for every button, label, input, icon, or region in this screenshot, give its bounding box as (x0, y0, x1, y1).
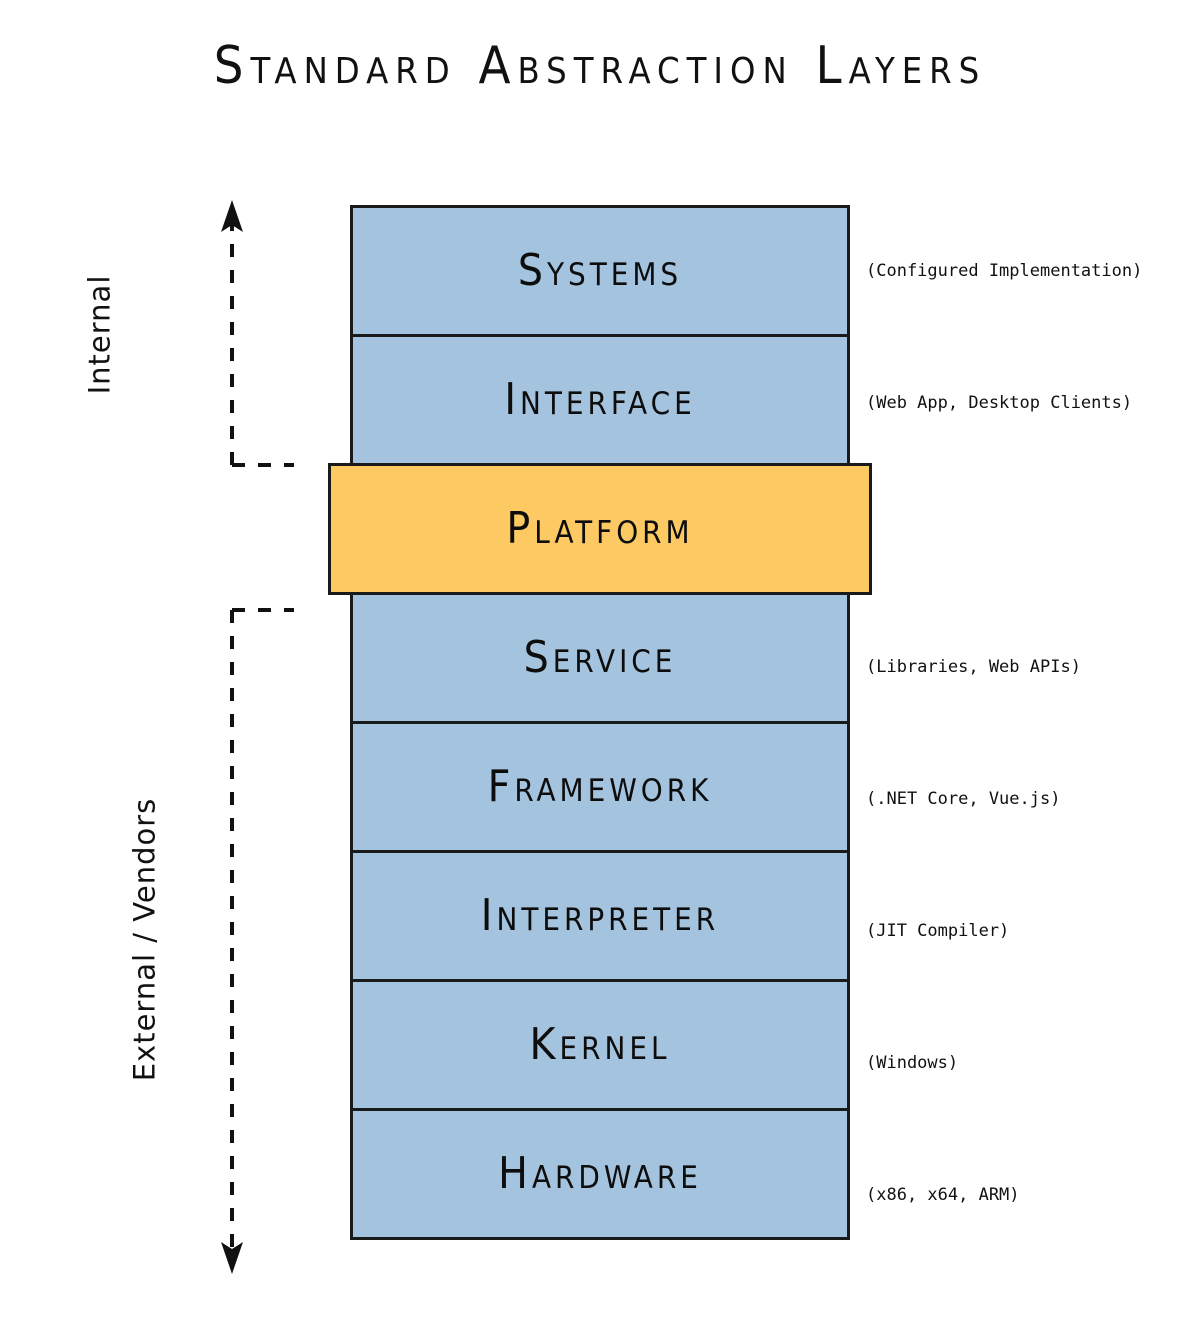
layer-platform-slot: Platform (328, 463, 872, 595)
bracket-group (221, 200, 294, 1274)
arrow-up-icon (221, 200, 243, 232)
layer-interface[interactable]: Interface (350, 334, 850, 466)
annotation-platform (866, 469, 1196, 601)
bracket-label-internal: Internal (82, 274, 117, 395)
annotation-interface: (Web App, Desktop Clients) (866, 392, 1133, 413)
layer-framework[interactable]: Framework (350, 721, 850, 853)
layer-label: Systems (517, 245, 683, 296)
layer-hardware[interactable]: Hardware (350, 1108, 850, 1240)
layer-service[interactable]: Service (350, 592, 850, 724)
layer-label: Interpreter (480, 890, 720, 941)
bracket-label-external: External / Vendors (127, 797, 162, 1082)
layer-interpreter[interactable]: Interpreter (350, 850, 850, 982)
external-bracket (221, 608, 294, 1274)
layer-stack: Systems Interface Platform Service Frame… (328, 205, 872, 1240)
annotation-interpreter: (JIT Compiler) (866, 920, 1010, 941)
layer-systems[interactable]: Systems (350, 205, 850, 337)
layer-label: Hardware (498, 1148, 702, 1199)
layer-kernel[interactable]: Kernel (350, 979, 850, 1111)
layer-label: Platform (506, 503, 694, 554)
layer-label: Interface (504, 374, 696, 425)
page-title: Standard Abstraction Layers (213, 36, 987, 96)
layer-label: Service (523, 632, 677, 683)
annotation-service: (Libraries, Web APIs) (866, 656, 1081, 677)
annotation-kernel: (Windows) (866, 1052, 959, 1073)
layer-platform[interactable]: Platform (328, 463, 872, 595)
annotation-framework: (.NET Core, Vue.js) (866, 788, 1061, 809)
arrow-down-icon (221, 1242, 243, 1274)
internal-bracket (221, 200, 294, 467)
annotation-column: (Configured Implementation) (Web App, De… (866, 205, 1196, 1261)
layer-label: Kernel (529, 1019, 671, 1070)
annotation-systems: (Configured Implementation) (866, 260, 1143, 281)
layer-label: Framework (487, 761, 713, 812)
annotation-hardware: (x86, x64, ARM) (866, 1184, 1020, 1205)
